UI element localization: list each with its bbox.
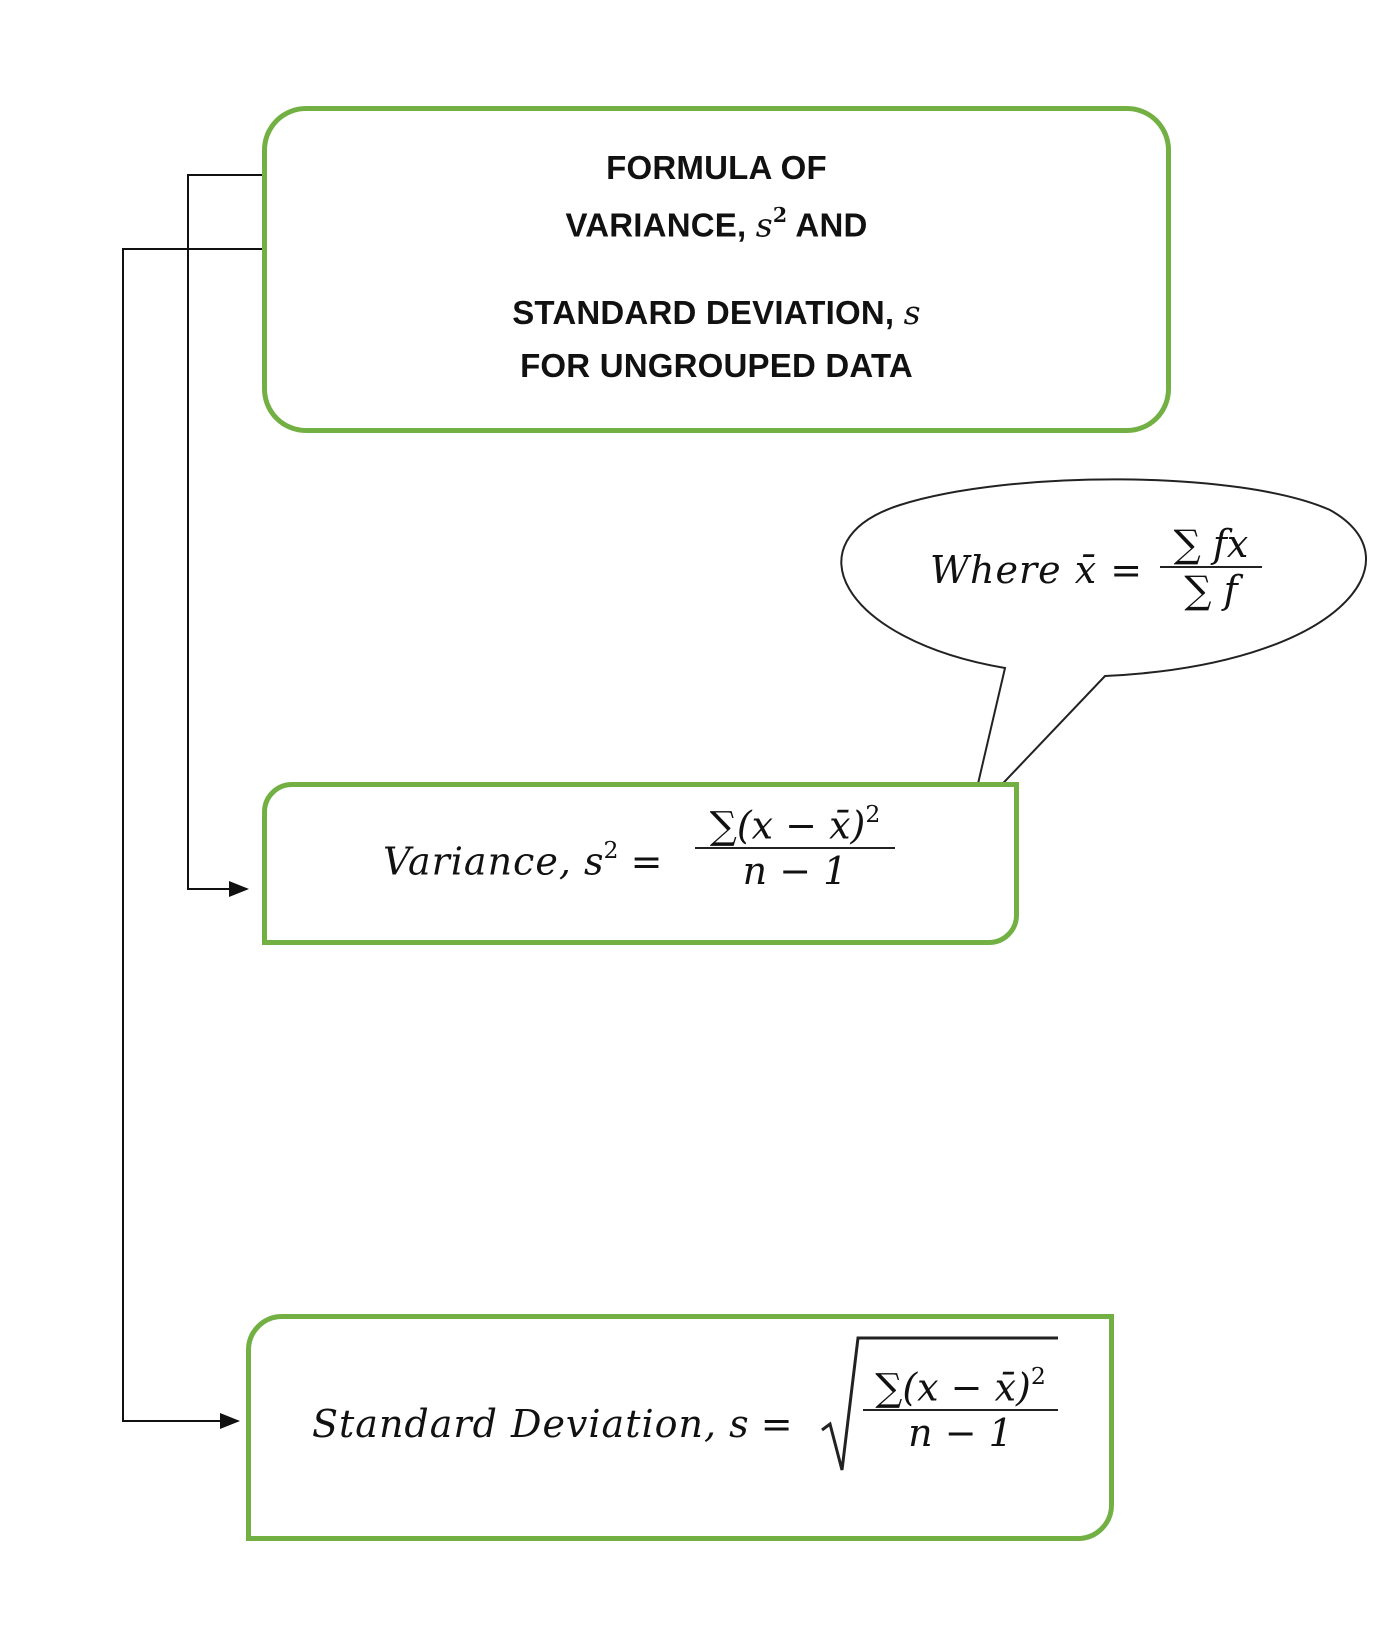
- std-dev-symbol: s: [729, 1402, 749, 1446]
- variance-equals: =: [630, 839, 663, 884]
- square-root-sign: [821, 1336, 1058, 1471]
- std-dev-box: [246, 1314, 1114, 1541]
- title-line-1: FORMULA OF: [606, 149, 827, 186]
- variance-label: Variance,: [383, 839, 572, 884]
- title-line-2-prefix: VARIANCE,: [565, 206, 756, 244]
- std-dev-denominator: n − 1: [908, 1411, 1013, 1456]
- callout-bubble: [840, 478, 1368, 822]
- std-dev-fraction-bar: [863, 1409, 1058, 1412]
- title-line-2: VARIANCE, s2 AND: [267, 203, 1166, 244]
- variance-formula: Variance, s2 =: [383, 836, 662, 883]
- variance-numerator-exponent: 2: [865, 800, 881, 828]
- std-dev-formula: Standard Deviation, s =: [312, 1402, 793, 1446]
- connector-to-variance: [187, 174, 264, 897]
- title-line-3-prefix: STANDARD DEVIATION,: [512, 294, 904, 331]
- variance-fraction: ∑(x − x̄)2 n − 1: [695, 800, 895, 893]
- variance-fraction-bar: [695, 847, 895, 850]
- variance-symbol: s: [584, 839, 604, 884]
- title-variance-symbol: s: [755, 205, 773, 245]
- std-dev-numerator-exponent: 2: [1030, 1362, 1046, 1390]
- title-line-4: FOR UNGROUPED DATA: [520, 347, 913, 384]
- std-dev-label: Standard Deviation,: [312, 1402, 718, 1446]
- title-variance-exponent: 2: [772, 203, 788, 227]
- mean-fraction: ∑ fx ∑ f: [1160, 522, 1262, 612]
- std-dev-equals: =: [760, 1402, 793, 1446]
- std-dev-numerator: ∑(x − x̄)2: [863, 1362, 1058, 1409]
- mean-numerator: ∑ fx: [1173, 522, 1249, 566]
- mean-formula-label: Where x̄ =: [930, 548, 1144, 592]
- std-dev-fraction: ∑(x − x̄)2 n − 1: [863, 1362, 1058, 1455]
- variance-exponent: 2: [603, 836, 619, 864]
- variance-numerator-text: ∑(x − x̄): [709, 803, 866, 848]
- title-line-2-suffix: AND: [787, 206, 868, 244]
- title-box: FORMULA OF VARIANCE, s2 AND STANDARD DEV…: [262, 106, 1171, 433]
- mean-denominator: ∑ f: [1184, 568, 1238, 612]
- variance-denominator: n − 1: [742, 849, 848, 894]
- variance-numerator: ∑(x − x̄)2: [695, 800, 895, 847]
- variance-box: [262, 782, 1019, 945]
- title-line-3: STANDARD DEVIATION, s: [267, 293, 1166, 332]
- connector-to-std-dev: [122, 248, 264, 1429]
- std-dev-numerator-text: ∑(x − x̄): [875, 1365, 1031, 1410]
- title-sd-symbol: s: [903, 293, 921, 332]
- mean-fraction-bar: [1160, 566, 1262, 568]
- mean-formula: Where x̄ =: [930, 548, 1143, 592]
